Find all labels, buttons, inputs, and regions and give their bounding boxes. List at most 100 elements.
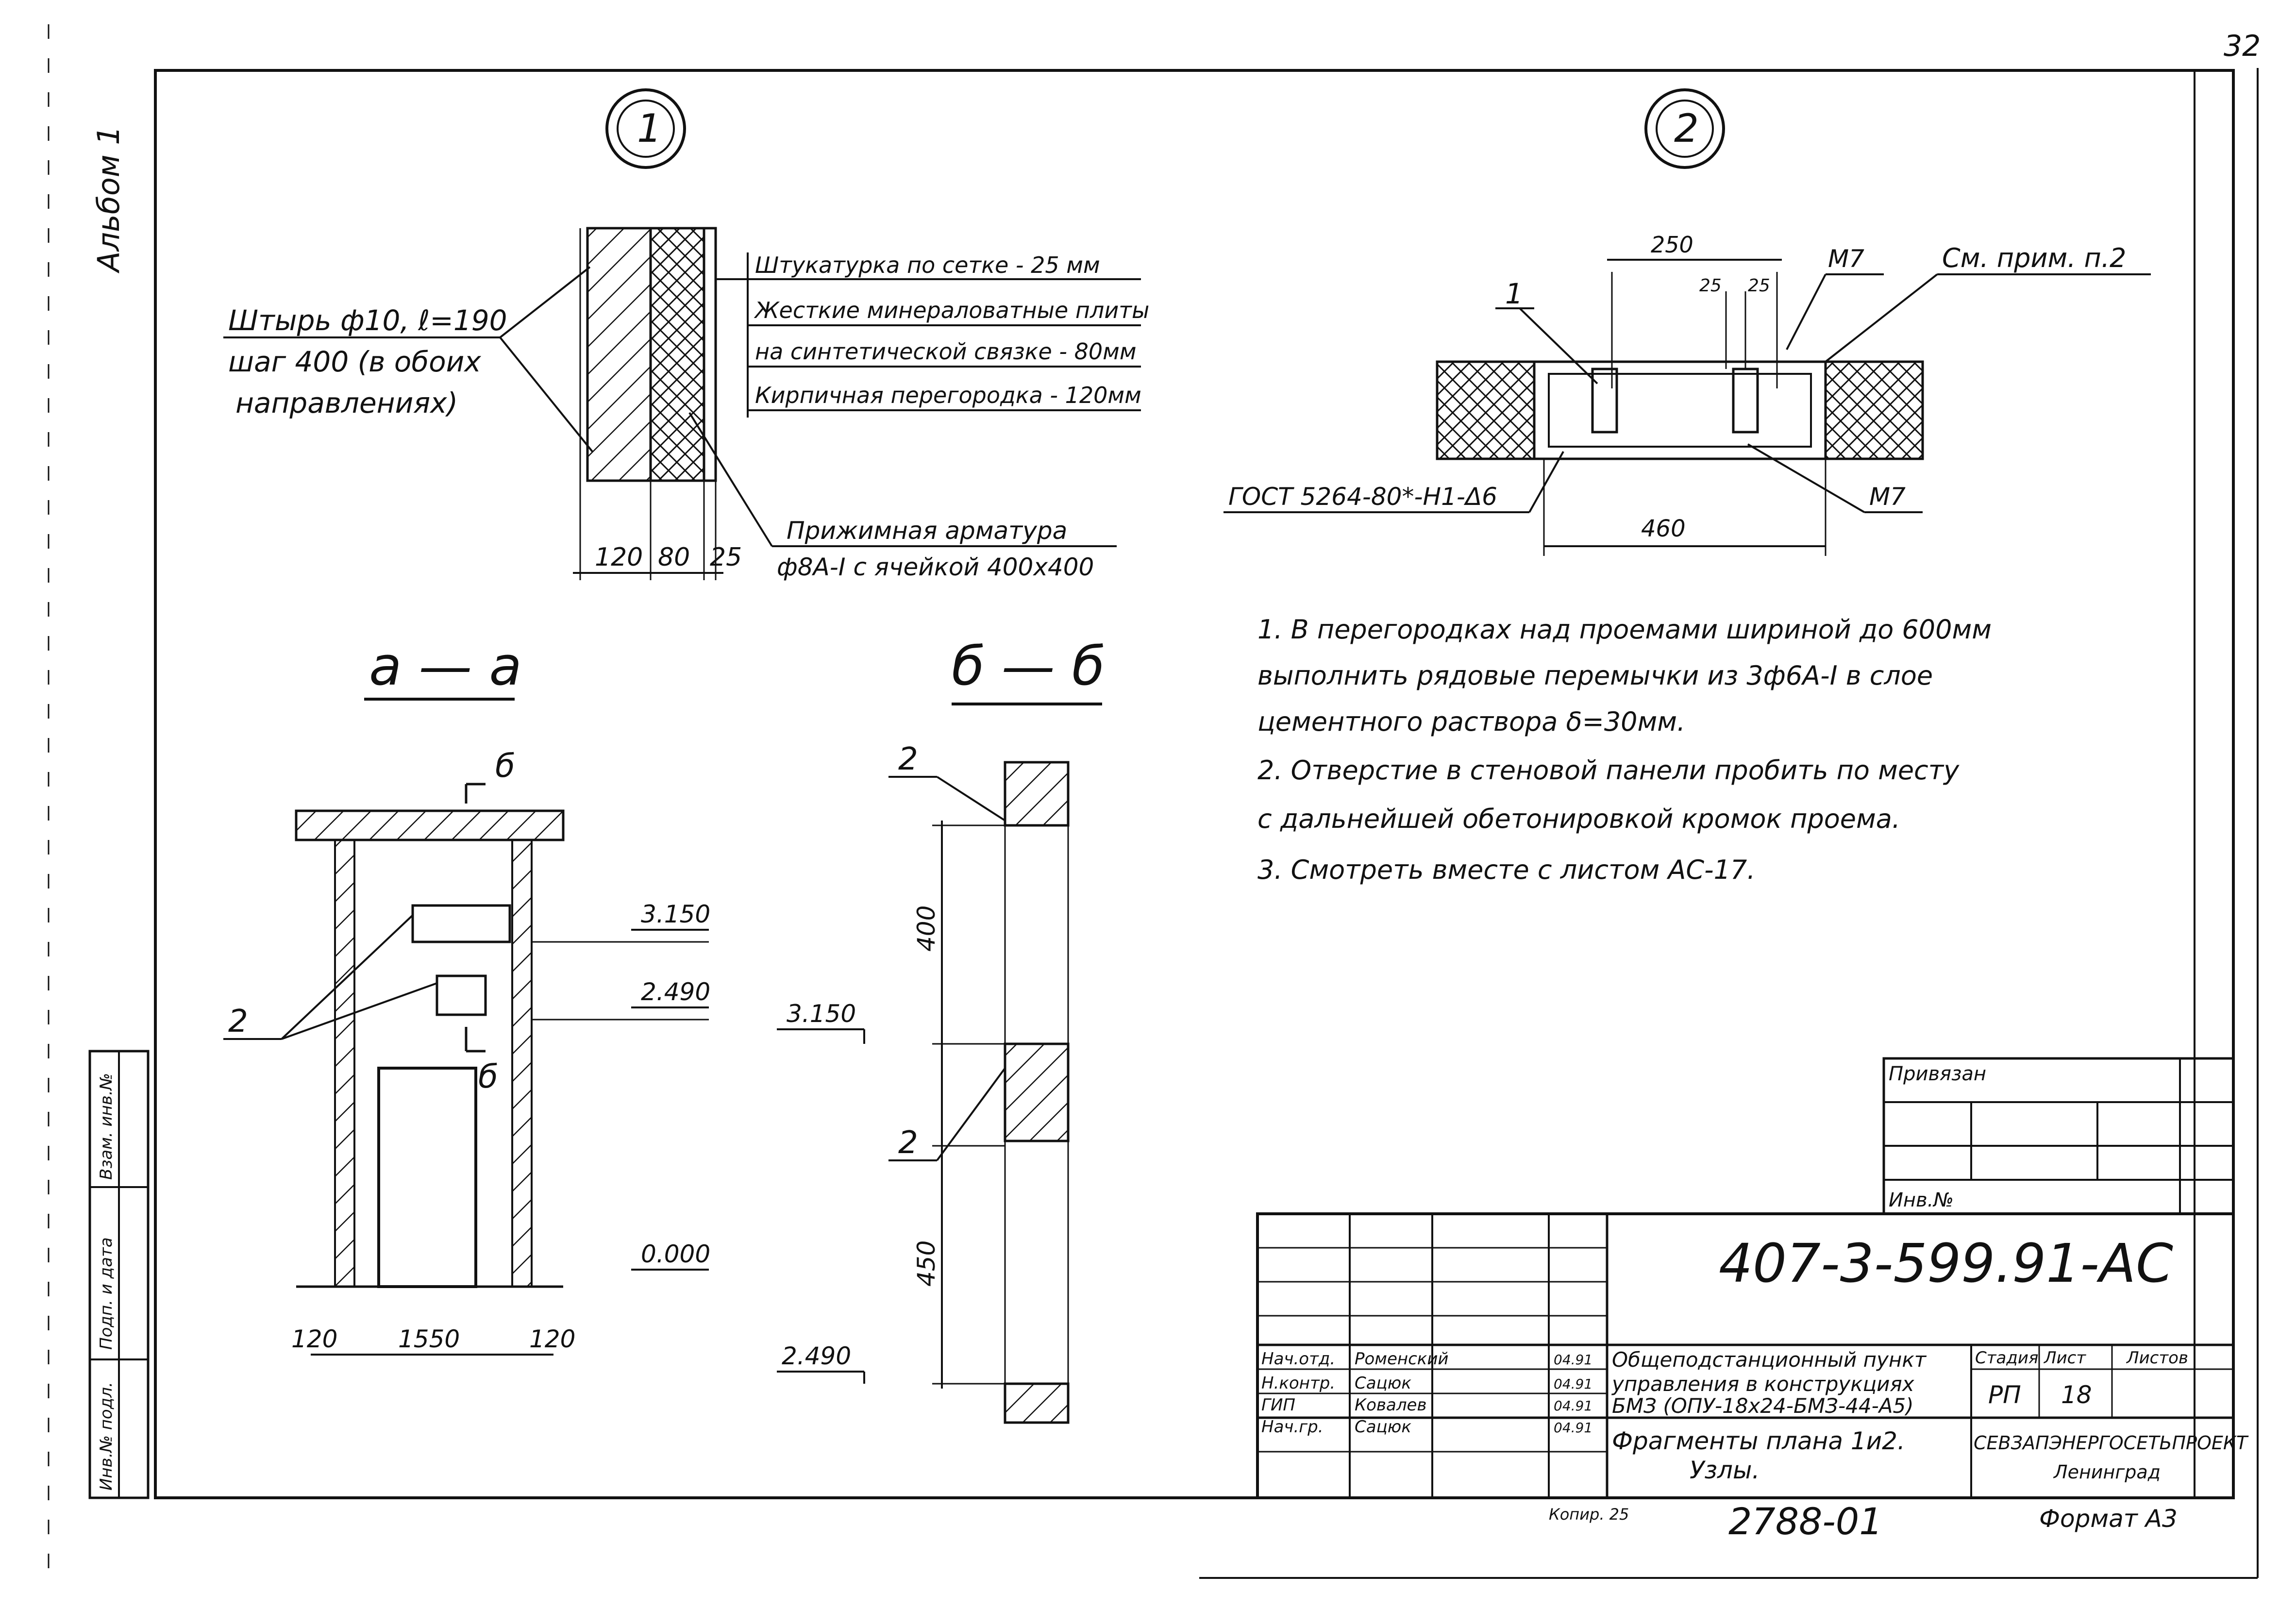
format-label: Формат А3: [2039, 1505, 2178, 1533]
sheet-label: Лист: [2043, 1348, 2086, 1368]
level-bb-3150: 3.150: [787, 1000, 856, 1028]
anchor-m7-bottom: М7: [1869, 483, 1906, 511]
brick-partition: [587, 228, 651, 481]
stamp-sign-date: Подп. и дата: [97, 1237, 116, 1350]
inv-no-label: Инв.№: [1889, 1189, 1954, 1211]
staff-role-2: Н.контр.: [1261, 1374, 1335, 1393]
staff-date-2: 04.91: [1554, 1376, 1592, 1392]
layer-brick: Кирпичная перегородка - 120мм: [755, 382, 1141, 408]
pin-callout-line-3: направлениях): [235, 386, 458, 419]
bb-pos-middle: 2: [898, 1125, 918, 1161]
bb-wall-bottom: [1005, 1384, 1068, 1423]
note-line-1: 1. В перегородках над проемами шириной д…: [1257, 614, 1992, 645]
node-1-marker: 1: [637, 106, 662, 151]
sheet-title-2: Узлы.: [1690, 1456, 1760, 1484]
staff-role-1: Нач.отд.: [1261, 1349, 1335, 1369]
stage-label: Стадия: [1975, 1348, 2038, 1368]
organization-name: СЕВЗАПЭНЕРГОСЕТЬПРОЕКТ: [1974, 1432, 2249, 1454]
pin-callout-line-2: шаг 400 (в обоих: [228, 345, 481, 378]
cut-mark-top: б: [495, 747, 515, 785]
door-opening: [377, 1067, 477, 1288]
section-bb-title: б — б: [952, 635, 1105, 697]
sheet-frame: [48, 24, 2259, 1588]
reinforcement-line-1: Прижимная арматура: [787, 517, 1067, 545]
node-2-pos-label: 1: [1505, 277, 1523, 310]
cut-mark-bottom: б: [478, 1058, 498, 1095]
node-2-detail: 2 250 25 25 460 1 М7 См. прим. п.2 ГОСТ …: [1223, 88, 2151, 556]
staff-role-4: Нач.гр.: [1261, 1417, 1324, 1437]
project-title-1: Общеподстанционный пункт: [1612, 1348, 1927, 1372]
plaster-layer: [703, 227, 717, 482]
node-2-dim-25a: 25: [1699, 276, 1722, 296]
node-1-dim-brick: 120: [595, 543, 643, 572]
stamp-replace-inv: Взам. инв.№: [97, 1073, 116, 1180]
staff-name-2: Сацюк: [1355, 1374, 1411, 1393]
aa-dim-left: 120: [291, 1325, 337, 1353]
staff-name-1: Роменский: [1355, 1349, 1449, 1369]
panel-right: [1826, 362, 1923, 459]
floor-slab: [296, 811, 563, 840]
upper-opening: [411, 904, 511, 943]
project-title-2: управления в конструкциях: [1611, 1372, 1915, 1396]
panel-left: [1437, 362, 1534, 459]
section-aa: а — а б б 3.150 2.490 0.000 2 120 1550: [223, 635, 710, 1356]
anchor-m7-top: М7: [1828, 245, 1864, 273]
weld-standard: ГОСТ 5264-80*-Н1-Δ6: [1228, 483, 1497, 511]
level-aa-2490: 2.490: [641, 978, 710, 1006]
section-aa-pos: 2: [228, 1004, 248, 1039]
node-1-detail: 1 120 80 25 Штырь ф10, ℓ=190 шаг 400 (в …: [223, 88, 1149, 581]
staff-date-1: 04.91: [1554, 1352, 1592, 1368]
node-1-dim-plaster: 25: [710, 543, 742, 572]
staff-name-4: Сацюк: [1355, 1417, 1411, 1437]
see-note-2: См. прим. п.2: [1942, 243, 2126, 273]
level-aa-3150: 3.150: [641, 900, 710, 928]
note-line-5: с дальнейшей обетонировкой кромок проема…: [1257, 804, 1900, 834]
stamp-inv-original: Инв.№ подл.: [97, 1382, 116, 1491]
section-aa-title: а — а: [369, 635, 522, 697]
bb-dim-400: 400: [912, 905, 940, 952]
layer-wool-2: на синтетической связке - 80мм: [755, 338, 1137, 365]
node-2-dim-460: 460: [1641, 515, 1686, 542]
pin-callout-line-1: Штырь ф10, ℓ=190: [228, 304, 507, 337]
privyazan-label: Привязан: [1889, 1063, 1986, 1085]
note-line-4: 2. Отверстие в стеновой панели пробить п…: [1257, 755, 1960, 786]
staff-role-3: ГИП: [1261, 1395, 1295, 1415]
title-block: Привязан Инв.№ 407-3-599.91-АС Нач.отд. …: [1256, 1057, 2249, 1543]
note-line-3: цементного раствора δ=30мм.: [1257, 706, 1685, 737]
bb-wall-middle: [1005, 1044, 1068, 1141]
staff-date-3: 04.91: [1554, 1398, 1592, 1414]
archive-number: 2788-01: [1728, 1500, 1883, 1543]
bb-dim-450: 450: [912, 1240, 940, 1287]
sheets-label: Листов: [2126, 1348, 2188, 1368]
staff-name-3: Ковалев: [1355, 1395, 1427, 1415]
bb-pos-top: 2: [898, 741, 918, 777]
node-2-marker: 2: [1674, 106, 1699, 151]
aa-dim-mid: 1550: [398, 1325, 460, 1353]
level-aa-0000: 0.000: [641, 1240, 710, 1268]
right-wall: [512, 840, 532, 1287]
organization-city: Ленинград: [2053, 1461, 2161, 1483]
bb-wall-top: [1005, 762, 1068, 825]
layer-wool-1: Жесткие минераловатные плиты: [754, 297, 1149, 323]
node-2-dim-25b: 25: [1748, 276, 1770, 296]
album-label: Альбом 1: [91, 126, 126, 274]
anchor-left: [1591, 368, 1618, 434]
project-title-3: БМЗ (ОПУ-18х24-БМЗ-44-А5): [1612, 1394, 1914, 1418]
node-2-dim-250: 250: [1651, 232, 1693, 258]
sheet-number: 32: [2224, 29, 2261, 63]
stage-value: РП: [1988, 1381, 2021, 1409]
reinforcement-line-2: ф8А-I с ячейкой 400х400: [777, 553, 1094, 581]
side-stamp: Инв.№ подл. Подп. и дата Взам. инв.№: [88, 1050, 150, 1499]
left-wall: [335, 840, 354, 1287]
opening: [1533, 360, 1827, 460]
sheet-title-1: Фрагменты плана 1и2.: [1612, 1427, 1905, 1455]
layer-plaster: Штукатурка по сетке - 25 мм: [755, 252, 1100, 278]
note-line-2: выполнить рядовые перемычки из 3ф6А-I в …: [1257, 660, 1933, 691]
copied-label: Копир. 25: [1549, 1505, 1629, 1524]
staff-date-4: 04.91: [1554, 1420, 1592, 1436]
mineral-wool-layer: [651, 228, 704, 481]
general-notes: 1. В перегородках над проемами шириной д…: [1257, 614, 1992, 885]
lower-opening: [436, 974, 487, 1016]
note-line-6: 3. Смотреть вместе с листом АС-17.: [1257, 855, 1755, 885]
